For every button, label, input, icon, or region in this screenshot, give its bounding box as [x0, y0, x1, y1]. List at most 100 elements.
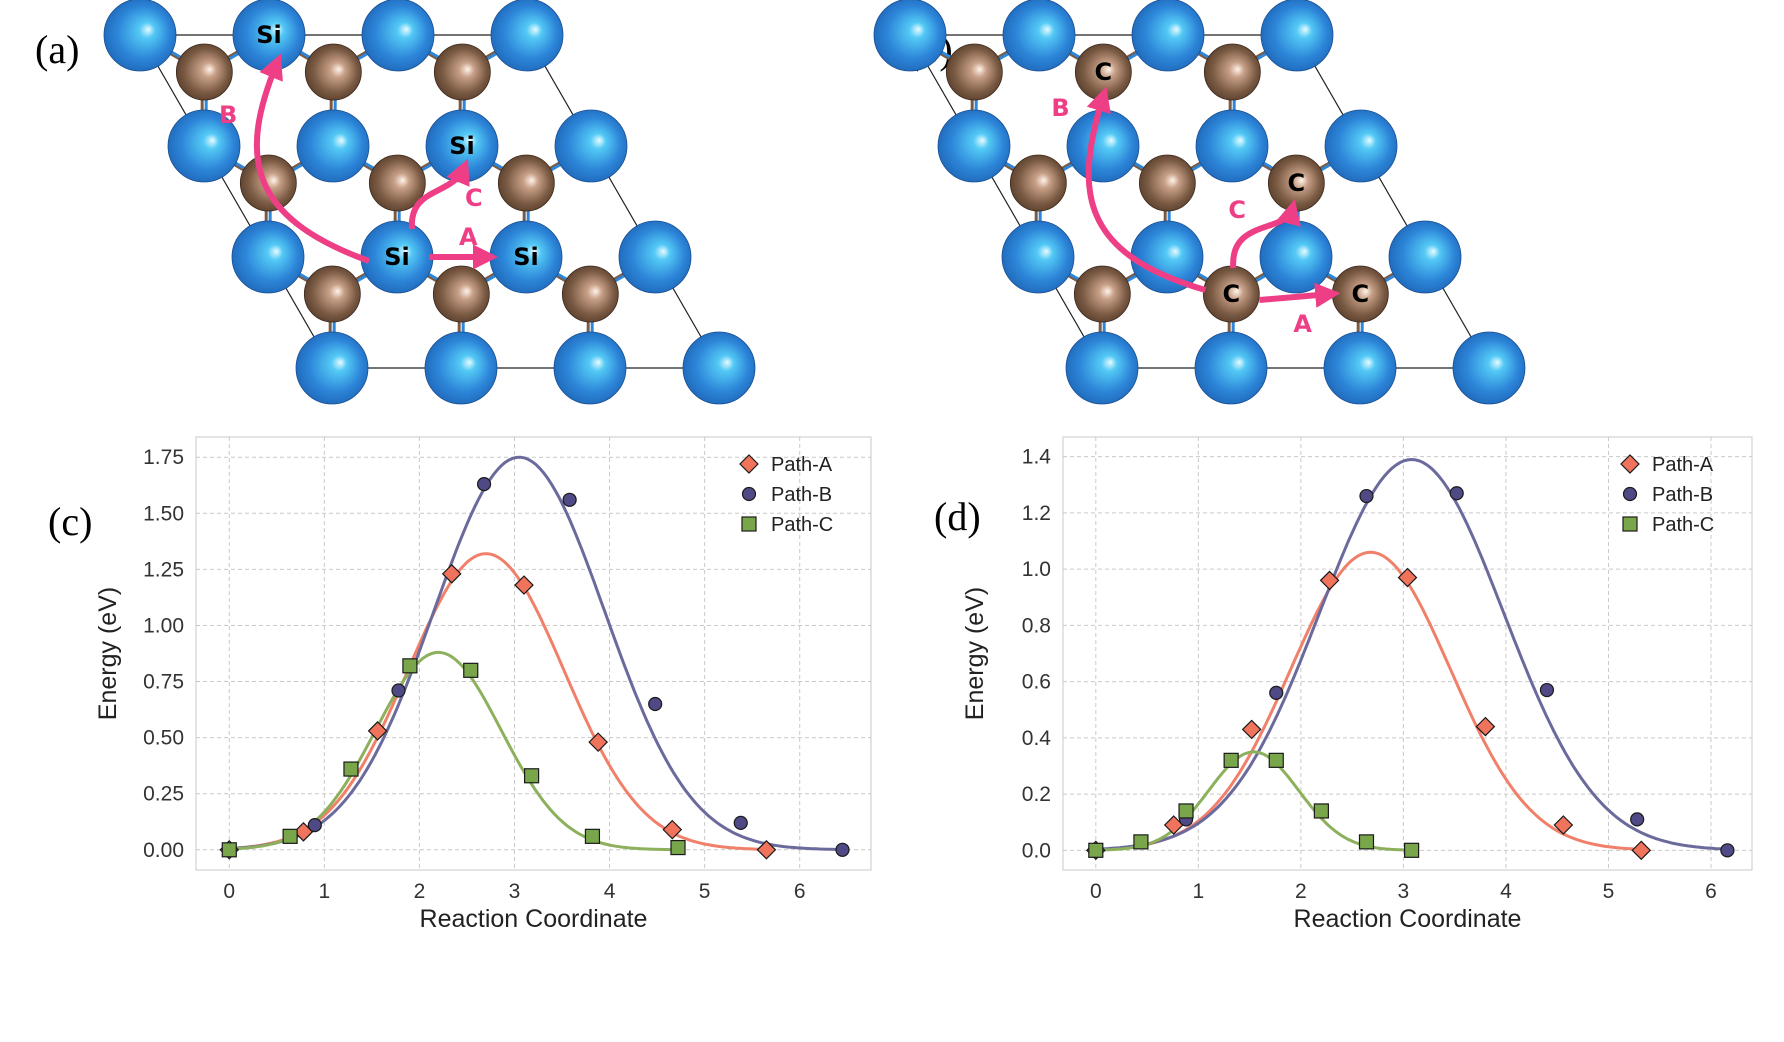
data-point-path-c — [584, 828, 601, 844]
atom-label: C — [1223, 280, 1241, 308]
y-tick-label: 0.8 — [1022, 614, 1051, 637]
si-atom — [167, 109, 241, 183]
y-tick-label: 1.00 — [143, 614, 184, 637]
x-tick-label: 4 — [604, 880, 616, 903]
data-point-path-b — [1269, 685, 1284, 700]
x-tick-label: 1 — [1192, 880, 1204, 903]
data-point-path-b — [307, 818, 322, 833]
c-atom — [561, 265, 619, 323]
y-tick-label: 1.2 — [1022, 502, 1051, 525]
c-atom — [239, 154, 297, 212]
data-point-path-b — [733, 815, 748, 830]
y-axis-title: Energy (eV) — [961, 587, 989, 720]
data-point-path-a — [1397, 567, 1418, 588]
gridlines — [196, 437, 871, 870]
data-point-path-b — [1359, 488, 1374, 504]
path-c-label: C — [1228, 196, 1246, 224]
data-point-path-a — [756, 839, 777, 860]
data-point-path-b — [1449, 486, 1464, 501]
series-line-path-b — [1095, 457, 1728, 851]
c-atom — [433, 43, 491, 101]
si-atom — [1131, 0, 1205, 72]
si-atom — [1260, 0, 1334, 72]
si-atom — [424, 331, 498, 405]
atom-label: Si — [449, 132, 475, 160]
data-point-path-a — [441, 564, 462, 584]
c-atom — [432, 265, 490, 323]
x-tick-label: 0 — [223, 880, 235, 903]
data-point-path-a — [1475, 716, 1496, 737]
panel-d-label: (d) — [934, 494, 981, 539]
legend-marker-path-b — [1622, 486, 1638, 502]
si-atom — [682, 331, 756, 405]
path-c-arrow — [408, 158, 470, 230]
y-tick-label: 0.00 — [143, 839, 184, 862]
x-tick-label: 3 — [509, 880, 521, 903]
path-c-label: C — [465, 184, 483, 212]
x-tick-label: 5 — [699, 880, 711, 903]
si-atom — [1388, 220, 1462, 294]
y-tick-label: 0.25 — [143, 783, 184, 806]
si-atom — [361, 0, 435, 72]
x-tick-label: 2 — [1295, 880, 1307, 903]
atom-label: Si — [384, 243, 410, 271]
x-tick-label: 1 — [319, 880, 331, 903]
data-point-path-a — [1553, 815, 1574, 835]
c-atom — [304, 43, 362, 101]
data-point-path-a — [588, 732, 608, 752]
si-atom — [1195, 109, 1269, 183]
y-tick-label: 1.50 — [143, 502, 184, 525]
data-point-path-a — [367, 721, 388, 741]
si-atom — [231, 220, 305, 294]
series-line-path-b — [229, 455, 843, 851]
legend-label: Path-C — [771, 514, 833, 536]
c-atom — [1073, 265, 1131, 323]
c-atom — [497, 154, 555, 212]
atom-label: C — [1352, 280, 1370, 308]
si-atom — [1194, 331, 1268, 405]
y-tick-label: 1.0 — [1022, 558, 1051, 581]
y-tick-label: 0.6 — [1022, 671, 1051, 694]
c-atom — [175, 43, 233, 101]
legend-label: Path-B — [1652, 484, 1713, 506]
data-point-path-b — [391, 683, 406, 698]
atoms — [103, 0, 756, 405]
path-a-arrow — [1259, 282, 1341, 308]
legend-label: Path-B — [771, 484, 832, 506]
x-axis-title: Reaction Coordinate — [420, 905, 648, 933]
data-point-path-c — [523, 768, 540, 784]
x-tick-label: 2 — [414, 880, 426, 903]
data-point-path-c — [1223, 752, 1239, 768]
data-point-path-c — [402, 658, 418, 674]
y-tick-label: 0.0 — [1022, 839, 1051, 862]
data-point-path-c — [463, 662, 479, 678]
si-atom — [618, 220, 692, 294]
diffusion-arrows: ABC — [1051, 86, 1341, 338]
data-point-path-c — [1133, 834, 1149, 850]
si-atom — [296, 109, 370, 183]
panel-c-label: (c) — [48, 499, 92, 544]
x-tick-label: 5 — [1603, 880, 1615, 903]
data-point-path-c — [670, 839, 686, 856]
si-atom — [1323, 331, 1397, 405]
data-point-path-a — [514, 575, 534, 595]
y-tick-label: 1.25 — [143, 558, 184, 581]
series — [1085, 457, 1735, 861]
y-tick-label: 0.50 — [143, 727, 184, 750]
path-a-label: A — [1293, 310, 1312, 338]
data-point-path-c — [221, 842, 237, 858]
c-atom — [945, 43, 1003, 101]
c-atom — [1138, 154, 1196, 212]
series — [219, 455, 850, 860]
si-atom — [1324, 109, 1398, 183]
x-tick-label: 4 — [1500, 880, 1512, 903]
